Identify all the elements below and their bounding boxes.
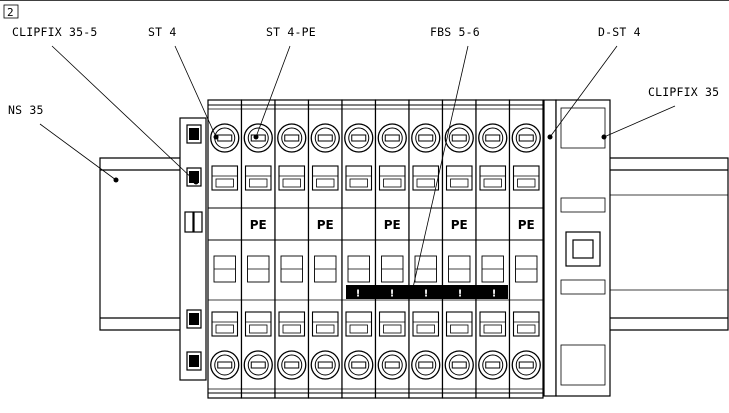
bridge-mark: ! bbox=[492, 289, 497, 300]
label-clipfix-35-5: CLIPFIX 35-5 bbox=[12, 25, 97, 39]
terminal-block-row: PE PE PE PE PE bbox=[207, 99, 544, 399]
terminal-block: PE bbox=[374, 99, 410, 399]
bridge-mark: ! bbox=[390, 289, 395, 300]
leader-d-st4 bbox=[549, 45, 618, 138]
label-d-st4: D-ST 4 bbox=[598, 25, 641, 39]
pe-marking: PE bbox=[317, 218, 334, 232]
plug-in-bridge-fbs-5-6: !!!!! bbox=[346, 285, 508, 300]
pe-marking: PE bbox=[451, 218, 468, 232]
terminal-block bbox=[408, 99, 444, 399]
terminal-block bbox=[475, 99, 511, 399]
bridge-mark: ! bbox=[458, 289, 463, 300]
terminal-block: PE bbox=[441, 99, 477, 399]
figure-number: 2 bbox=[7, 6, 14, 19]
bridge-mark: ! bbox=[356, 289, 361, 300]
leader-clipfix-35 bbox=[603, 105, 676, 138]
label-fbs-5-6: FBS 5-6 bbox=[430, 25, 480, 39]
label-ns35: NS 35 bbox=[8, 103, 44, 117]
leader-st4-pe bbox=[255, 45, 291, 138]
din-rail-ns35 bbox=[99, 157, 729, 331]
end-clamp-clipfix-35 bbox=[555, 99, 611, 397]
label-clipfix-35: CLIPFIX 35 bbox=[648, 85, 719, 99]
pe-marking: PE bbox=[250, 218, 267, 232]
leader-clipfix-35-5 bbox=[51, 45, 197, 183]
terminal-block: PE bbox=[508, 99, 544, 399]
terminal-block bbox=[274, 99, 310, 399]
leader-fbs-5-6 bbox=[411, 45, 469, 293]
bridge-mark: ! bbox=[424, 289, 429, 300]
label-st4: ST 4 bbox=[148, 25, 177, 39]
pe-marking: PE bbox=[518, 218, 535, 232]
leader-lines bbox=[39, 45, 676, 293]
end-cover-d-st4 bbox=[543, 99, 557, 397]
figure-number-box: 2 bbox=[3, 4, 19, 19]
terminal-block: PE bbox=[307, 99, 343, 399]
leader-ns35 bbox=[39, 123, 117, 181]
terminal-block bbox=[207, 99, 243, 399]
label-st4-pe: ST 4-PE bbox=[266, 25, 316, 39]
pe-marking: PE bbox=[384, 218, 401, 232]
end-clamp-clipfix-35-5 bbox=[179, 117, 207, 381]
terminal-block bbox=[341, 99, 377, 399]
terminal-block: PE bbox=[240, 99, 276, 399]
leader-st4 bbox=[174, 45, 217, 138]
